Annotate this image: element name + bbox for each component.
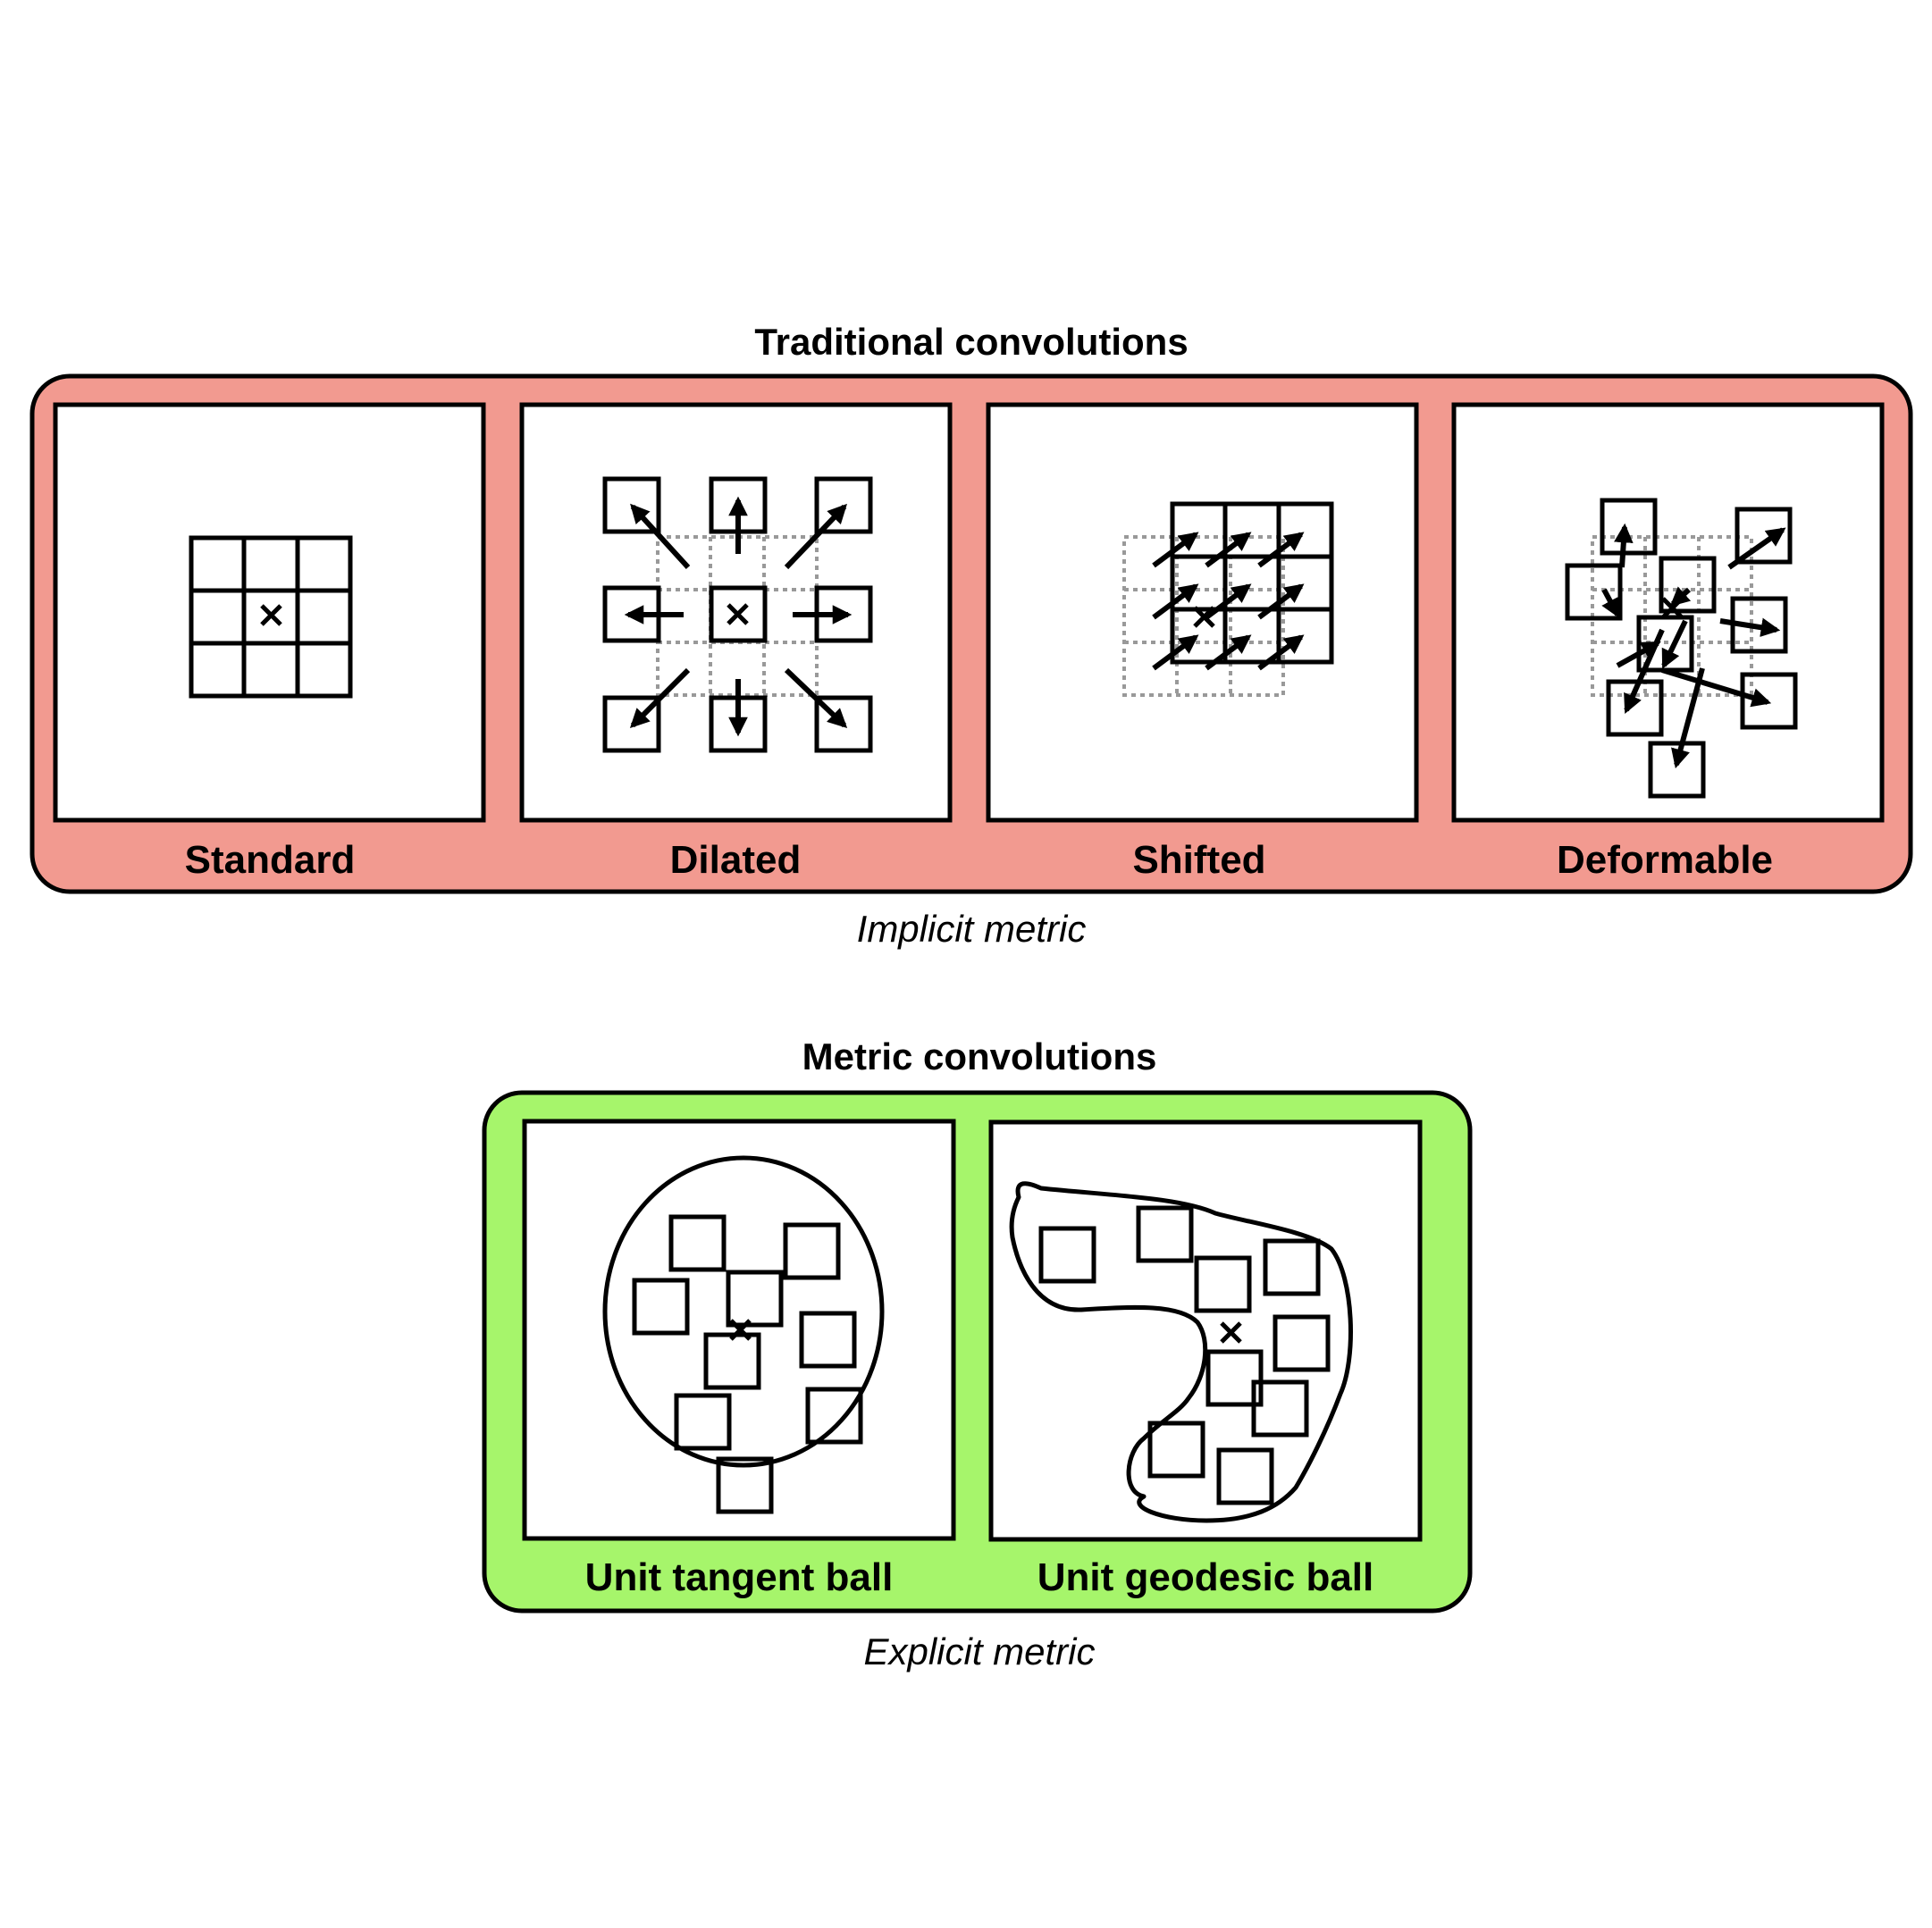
traditional-container — [29, 373, 1913, 894]
panel-deformable: Deformable — [1451, 402, 1885, 882]
panel-geodesic-label: Unit geodesic ball — [1037, 1555, 1374, 1599]
dilated-sample-squares — [602, 476, 873, 753]
arrow-icon — [624, 496, 853, 737]
tangent-sample-squares — [632, 1214, 863, 1514]
arrow-icon — [1152, 532, 1305, 671]
x-mark-icon — [727, 603, 749, 625]
geodesic-sample-squares — [1038, 1205, 1331, 1505]
metric-caption: Explicit metric — [863, 1630, 1095, 1672]
traditional-convolutions-group: Traditional convolutions Standard — [29, 321, 1913, 950]
geodesic-ball-outline — [1009, 1181, 1353, 1523]
panel-geodesic-frame — [988, 1119, 1423, 1542]
x-mark-icon — [1220, 1321, 1242, 1344]
panel-shifted: Shifted — [986, 402, 1419, 882]
arrow-icon — [1601, 523, 1786, 769]
panel-dilated-label: Dilated — [670, 838, 802, 882]
metric-title: Metric convolutions — [802, 1035, 1157, 1077]
panel-standard-label: Standard — [185, 838, 356, 882]
x-mark-icon — [260, 604, 282, 626]
panel-unit-tangent-ball: Unit tangent ball — [522, 1119, 956, 1599]
shifted-original-grid — [1122, 535, 1285, 697]
traditional-title: Traditional convolutions — [754, 321, 1188, 363]
x-mark-icon — [729, 1319, 752, 1341]
panel-tangent-label: Unit tangent ball — [585, 1555, 894, 1599]
tangent-ball-ellipse — [602, 1155, 885, 1468]
panel-unit-geodesic-ball: Unit geodesic ball — [988, 1119, 1423, 1599]
panel-deformable-label: Deformable — [1557, 838, 1773, 882]
panel-dilated: Dilated — [519, 402, 953, 882]
panel-standard: Standard — [53, 402, 486, 882]
x-mark-icon — [1193, 606, 1215, 628]
traditional-caption: Implicit metric — [857, 908, 1087, 950]
metric-convolutions-group: Metric convolutions Unit tangent ball — [482, 1035, 1473, 1672]
standard-kernel-grid — [189, 535, 353, 699]
panel-shifted-label: Shifted — [1132, 838, 1265, 882]
